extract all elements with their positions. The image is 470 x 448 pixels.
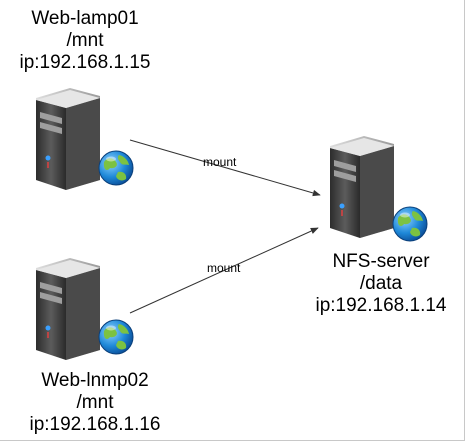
node-label-nfs-server: NFS-server /data ip:192.168.1.14 bbox=[296, 251, 466, 317]
server-icon-nfs bbox=[329, 135, 395, 239]
globe-icon-nfs bbox=[392, 206, 428, 242]
edge-mount-lnmp02 bbox=[129, 227, 319, 314]
node-path: /mnt bbox=[76, 392, 114, 413]
node-path: /data bbox=[359, 273, 403, 294]
node-label-web-lnmp02: Web-lnmp02 /mnt ip:192.168.1.16 bbox=[10, 370, 180, 436]
node-name: NFS-server bbox=[332, 251, 430, 272]
server-icon-lnmp02 bbox=[35, 257, 101, 361]
globe-icon-lnmp02 bbox=[98, 319, 134, 355]
node-ip: ip:192.168.1.15 bbox=[19, 52, 151, 73]
node-name: Web-lnmp02 bbox=[41, 370, 149, 391]
edge-label-mount-2: mount bbox=[207, 261, 241, 275]
canvas-border bbox=[0, 0, 465, 441]
edge-mount-lamp01 bbox=[129, 139, 321, 197]
node-ip: ip:192.168.1.14 bbox=[315, 295, 447, 316]
edge-label-mount-1: mount bbox=[203, 155, 237, 169]
node-path: /mnt bbox=[66, 30, 104, 51]
node-ip: ip:192.168.1.16 bbox=[29, 414, 161, 435]
server-icon-lamp01 bbox=[35, 87, 101, 191]
globe-icon-lamp01 bbox=[98, 150, 134, 186]
node-name: Web-lamp01 bbox=[31, 8, 139, 29]
node-label-web-lamp01: Web-lamp01 /mnt ip:192.168.1.15 bbox=[0, 8, 170, 74]
